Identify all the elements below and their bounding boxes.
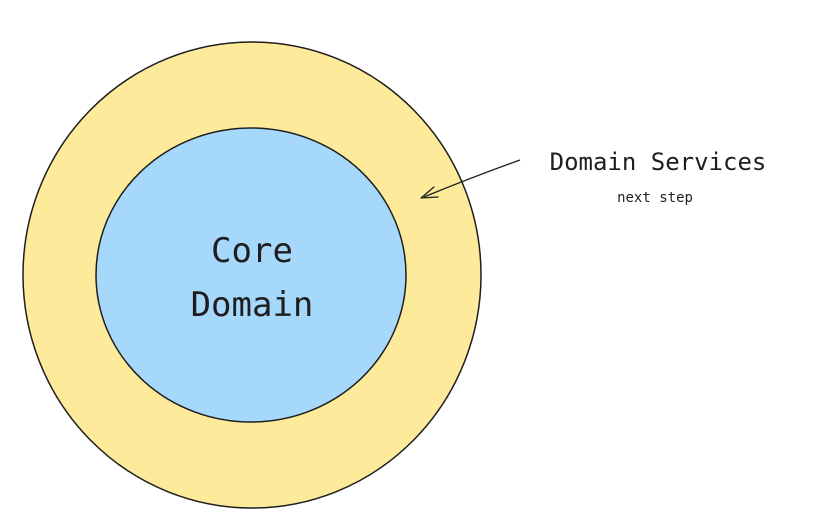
core-domain-circle <box>95 127 407 423</box>
core-domain-label-line1: Core <box>211 231 293 271</box>
core-domain-label-line2: Domain <box>191 285 314 325</box>
domain-services-label: Domain Services <box>550 148 767 176</box>
pointer-arrow-head <box>420 186 439 199</box>
pointer-arrow-line <box>423 159 521 198</box>
next-step-label: next step <box>617 190 693 206</box>
pointer-arrow <box>420 159 521 199</box>
